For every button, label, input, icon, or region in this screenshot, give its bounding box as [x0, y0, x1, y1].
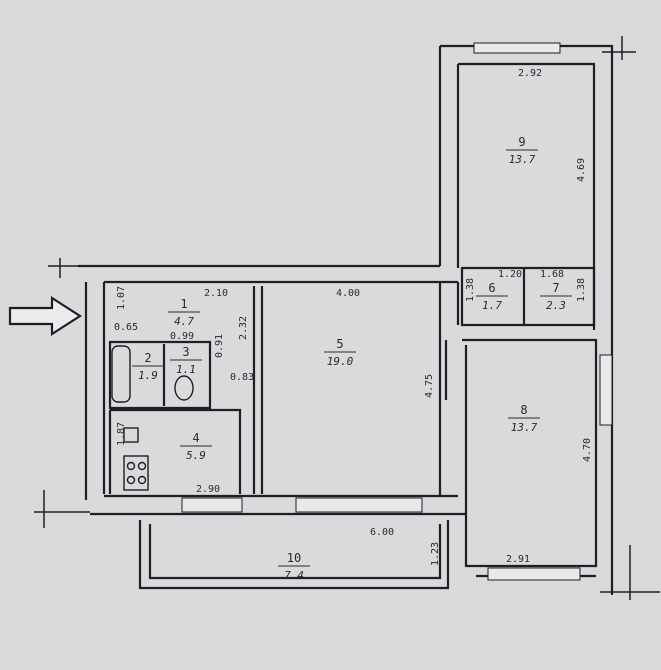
dim-label: 2.90 [196, 484, 220, 495]
dim-label: 4.70 [582, 438, 593, 462]
dim-label: 1.38 [576, 278, 587, 302]
dim-label: 2.91 [506, 554, 530, 565]
room-label-10: 107.4 [278, 551, 310, 582]
walls [78, 44, 614, 595]
room-area: 2.3 [546, 299, 566, 312]
fixtures [111, 345, 194, 491]
room-area: 1.1 [176, 363, 196, 376]
room-number: 6 [488, 281, 495, 295]
dim-label: 4.69 [576, 158, 587, 182]
dim-label: 2.92 [518, 68, 542, 79]
room-label-2: 21.9 [132, 351, 164, 382]
edge-ticks [34, 36, 660, 600]
room-label-3: 31.1 [170, 345, 202, 376]
room-number: 9 [518, 135, 525, 149]
windows [181, 42, 613, 581]
room-area: 13.7 [509, 153, 536, 166]
room-number: 4 [192, 431, 199, 445]
room-label-7: 72.3 [540, 281, 572, 312]
room-number: 5 [336, 337, 343, 351]
dim-label: 1.23 [430, 542, 441, 566]
room-label-9: 913.7 [506, 135, 538, 166]
room-area: 7.4 [284, 569, 304, 582]
dim-label: 2.32 [238, 316, 249, 340]
room-area: 1.7 [482, 299, 502, 312]
dim-label: 0.99 [170, 331, 194, 342]
room-label-4: 45.9 [180, 431, 212, 462]
room-number: 10 [287, 551, 301, 565]
room-label-1: 14.7 [168, 297, 200, 328]
dim-label: 6.00 [370, 527, 394, 538]
dim-label: 4.75 [424, 374, 435, 398]
room-number: 7 [552, 281, 559, 295]
room-label-6: 61.7 [476, 281, 508, 312]
room-label-8: 813.7 [508, 403, 540, 434]
arrow-right-icon [8, 295, 83, 337]
room-area: 4.7 [174, 315, 194, 328]
dim-label: 1.07 [116, 286, 127, 310]
room-area: 19.0 [327, 355, 354, 368]
room-number: 3 [182, 345, 189, 359]
room-label-5: 519.0 [324, 337, 356, 368]
dim-label: 0.83 [230, 372, 254, 383]
room-area: 5.9 [186, 449, 206, 462]
room-number: 1 [180, 297, 187, 311]
room-area: 13.7 [511, 421, 538, 434]
room-area: 1.9 [138, 369, 158, 382]
dim-label: 0.65 [114, 322, 138, 333]
room-number: 8 [520, 403, 527, 417]
room-labels: 14.721.931.145.9519.061.772.3813.7913.71… [132, 135, 572, 582]
dim-label: 1.87 [116, 422, 127, 446]
dim-label: 4.00 [336, 288, 360, 299]
dimension-labels: 2.92 4.69 1.20 1.68 1.38 1.38 2.10 4.00 … [114, 68, 593, 566]
dim-label: 0.91 [214, 334, 225, 358]
dim-label: 1.68 [540, 269, 564, 280]
dim-label: 2.10 [204, 288, 228, 299]
room-number: 2 [144, 351, 151, 365]
dim-label: 1.38 [465, 278, 476, 302]
dim-label: 1.20 [498, 269, 522, 280]
